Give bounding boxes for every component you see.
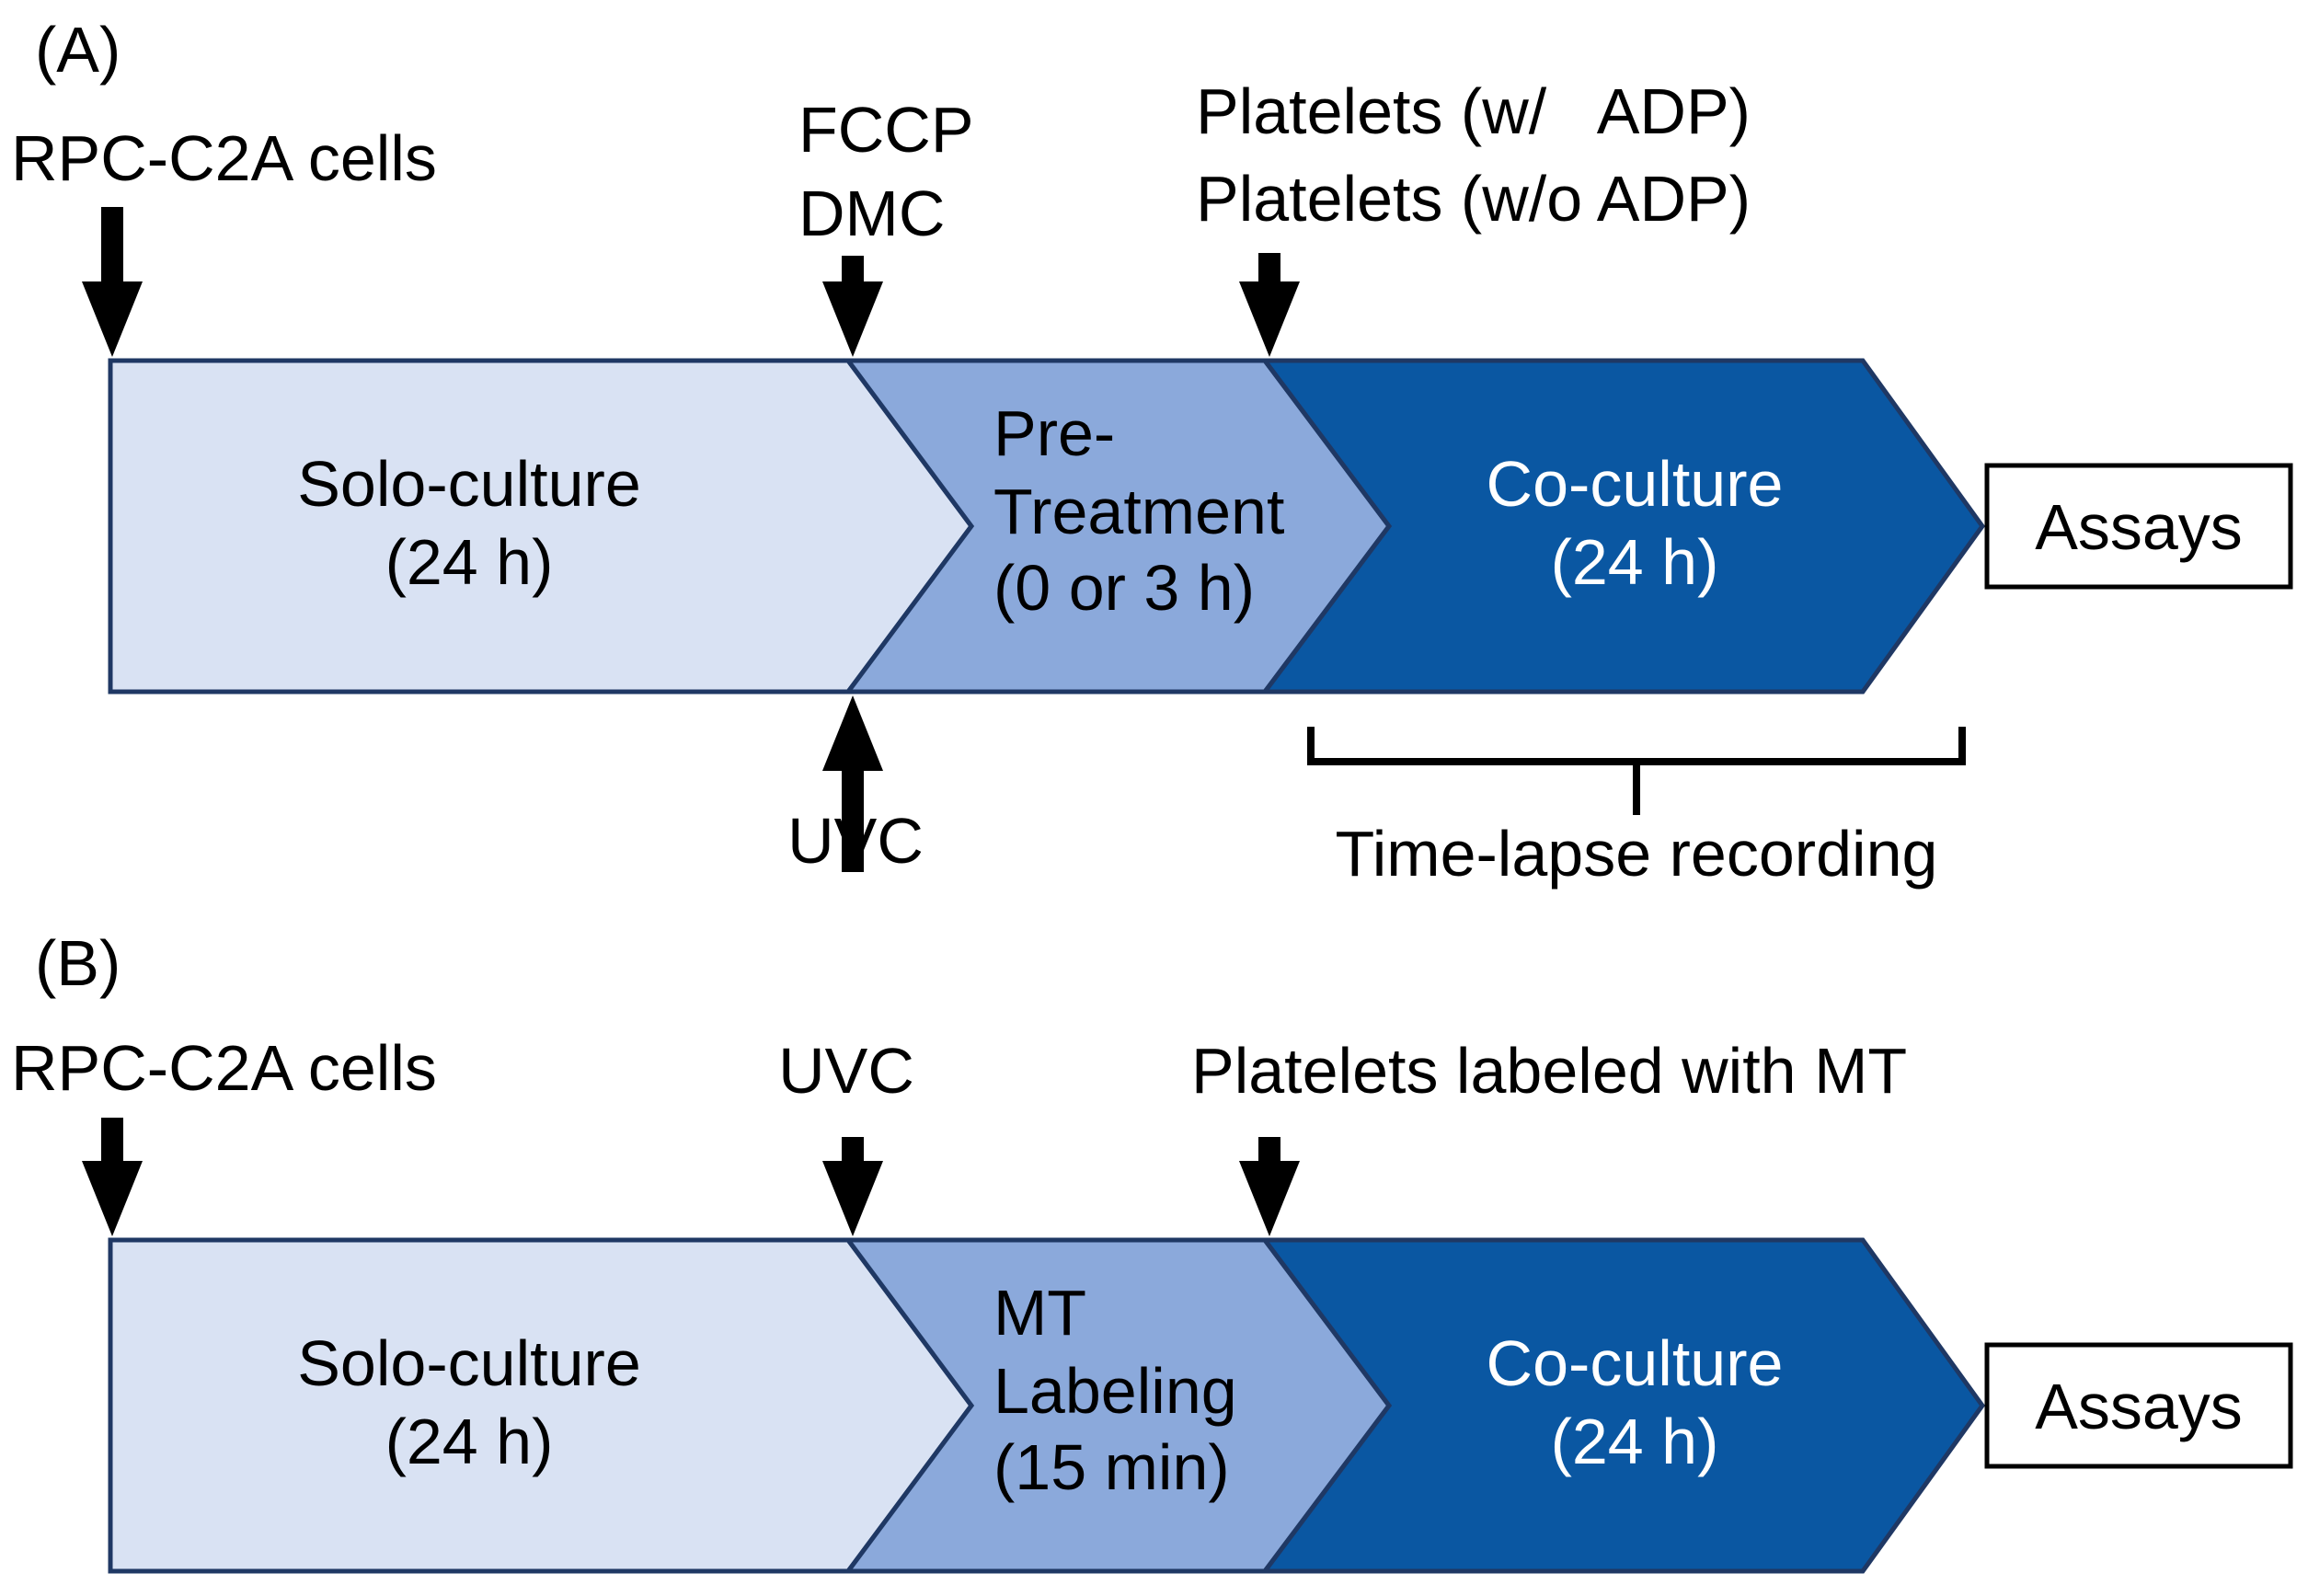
mt-labeling-label-line2: Labeling: [993, 1355, 1237, 1427]
timelapse-bracket: [1307, 727, 1966, 815]
assays-box: [1984, 1342, 2293, 1469]
panel-a: (A) RPC-C2A cells FCCP DMC Platelets (w/…: [11, 14, 2293, 890]
panel-b: (B) RPC-C2A cells UVC Platelets labeled …: [11, 927, 2293, 1574]
panel-a-fccp-label: FCCP: [798, 94, 974, 166]
solo-culture-duration: (24 h): [385, 1406, 554, 1477]
down-arrow-icon: [1239, 1137, 1300, 1236]
co-culture-duration: (24 h): [1551, 526, 1719, 598]
assays-box: [1984, 463, 2293, 590]
panel-a-platelets-without-adp-label: Platelets (w/o ADP): [1196, 163, 1751, 235]
down-arrow-icon: [82, 207, 143, 357]
pre-treatment-label-line2: Treatment: [993, 476, 1284, 547]
co-culture-label: Co-culture: [1487, 1327, 1784, 1399]
panel-a-platelets-with-adp-label: Platelets (w/ ADP): [1196, 75, 1751, 147]
solo-culture-duration: (24 h): [385, 526, 554, 598]
timelapse-label: Time-lapse recording: [1336, 818, 1938, 890]
mt-labeling-label-line1: MT: [993, 1277, 1086, 1349]
co-culture-segment: [1260, 1237, 1986, 1574]
co-culture-label: Co-culture: [1487, 448, 1784, 520]
down-arrow-icon: [822, 1137, 883, 1236]
down-arrow-icon: [82, 1118, 143, 1236]
mt-labeling-duration: (15 min): [993, 1431, 1230, 1503]
panel-b-label: (B): [35, 927, 121, 999]
panel-b-uvc-label: UVC: [778, 1035, 914, 1107]
down-arrow-icon: [822, 256, 883, 357]
solo-culture-label: Solo-culture: [297, 448, 641, 520]
panel-b-platelets-mt-label: Platelets labeled with MT: [1191, 1035, 1907, 1107]
co-culture-duration: (24 h): [1551, 1406, 1719, 1477]
panel-b-cells-label: RPC-C2A cells: [11, 1032, 437, 1104]
panel-a-label: (A): [35, 14, 121, 86]
assays-label: Assays: [2035, 491, 2243, 563]
solo-culture-label: Solo-culture: [297, 1327, 641, 1399]
pre-treatment-label-line1: Pre-: [993, 397, 1115, 469]
co-culture-segment: [1260, 358, 1986, 695]
up-arrow-icon: [822, 695, 883, 872]
pre-treatment-duration: (0 or 3 h): [993, 552, 1255, 624]
panel-a-dmc-label: DMC: [798, 178, 945, 249]
panel-a-cells-label: RPC-C2A cells: [11, 122, 437, 194]
assays-label: Assays: [2035, 1371, 2243, 1442]
down-arrow-icon: [1239, 253, 1300, 357]
panel-a-uvc-label: UVC: [787, 805, 924, 877]
